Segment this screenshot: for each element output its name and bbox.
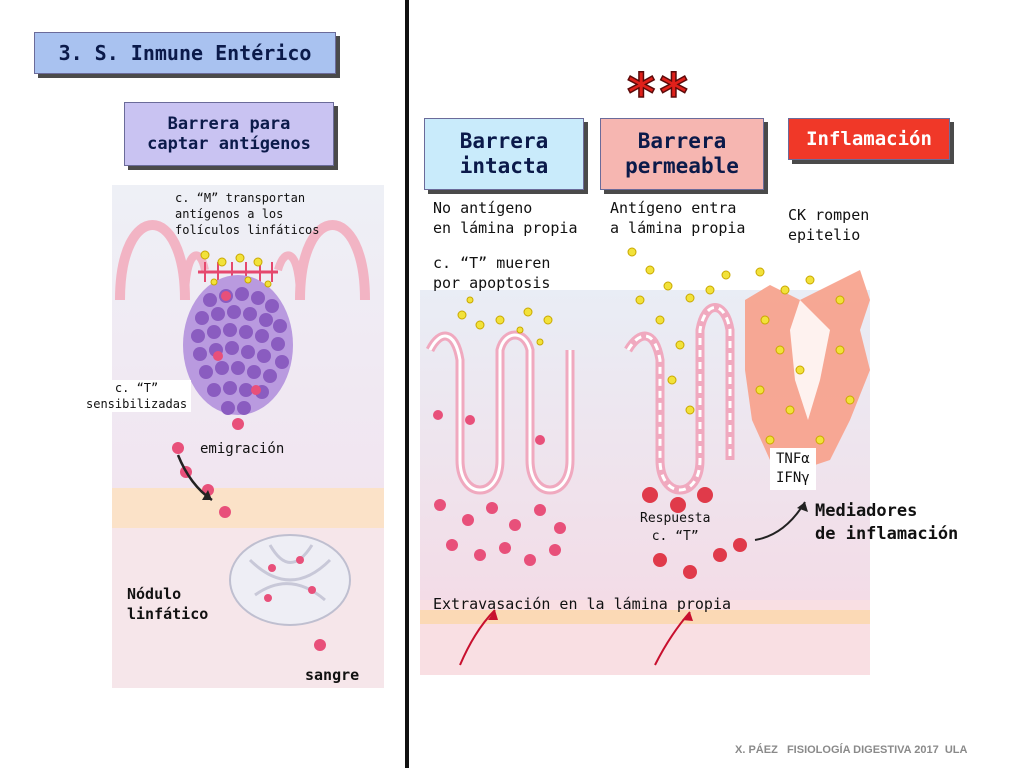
mediators-l1: Mediadores [815, 501, 918, 521]
lymph-node-label: Nódulo linfático [127, 584, 208, 625]
t-die-l2: por apoptosis [433, 274, 551, 293]
antigen-enters-l1: Antígeno entra [610, 199, 737, 217]
permeable-l2: permeable [625, 154, 739, 178]
inflammation-label: Inflamación [806, 127, 932, 150]
mediators-label: Mediadores de inflamación [815, 500, 958, 546]
extravasation-label: Extravasación en la lámina propia [433, 595, 732, 613]
blood-label: sangre [305, 666, 360, 684]
t-die-note: c. “T” mueren por apoptosis [433, 253, 550, 294]
response-l1: Respuesta [640, 511, 711, 526]
left-header-line1: Barrera para [167, 113, 291, 134]
ck-l1: CK rompen [788, 206, 870, 224]
ck-note: CK rompen epitelio [788, 205, 869, 246]
permeable-l1: Barrera [637, 128, 727, 153]
node-l1: Nódulo [127, 585, 182, 603]
left-header-line2: captar antígenos [147, 134, 311, 154]
no-antigen-l1: No antígeno [433, 199, 533, 217]
intact-l1: Barrera [459, 128, 549, 153]
inflammation-box: Inflamación [788, 118, 950, 160]
t-cells-l2: sensibilizadas [86, 397, 188, 412]
left-tissue-panel [112, 185, 384, 688]
t-cells-sensitized-note: c. “T” sensibilizadas [82, 380, 192, 413]
intact-barrier-box: Barrera intacta [424, 118, 584, 190]
m-cells-note: c. “M” transportan antígenos a los folíc… [175, 190, 320, 239]
emigration-label: emigración [200, 441, 285, 457]
m-cells-l2: antígenos a los [175, 207, 284, 222]
ifn-label: IFNγ [776, 469, 810, 486]
ck-l2: epitelio [788, 226, 861, 245]
tnf-label: TNFα [776, 451, 810, 467]
intact-l2: intacta [459, 154, 549, 178]
node-l2: linfático [127, 605, 209, 624]
left-header-box: Barrera para captar antígenos [124, 102, 334, 166]
t-response-label: Respuesta c. “T” [640, 510, 710, 545]
mediators-l2: de inflamación [815, 523, 959, 544]
antigen-enters-l2: a lámina propia [610, 219, 746, 238]
title-box: 3. S. Inmune Entérico [34, 32, 336, 74]
t-cells-l1: c. “T” [114, 381, 159, 395]
antigen-enters-note: Antígeno entra a lámina propia [610, 198, 745, 239]
response-l2: c. “T” [651, 528, 699, 544]
m-cells-l3: folículos linfáticos [175, 223, 320, 238]
stars-mark: ** [625, 62, 690, 125]
no-antigen-l2: en lámina propia [433, 219, 578, 238]
cytokines-box: TNFα IFNγ [770, 448, 816, 490]
t-die-l1: c. “T” mueren [433, 254, 551, 272]
footer-credit: X. PÁEZ FISIOLOGÍA DIGESTIVA 2017 ULA [735, 744, 968, 756]
permeable-barrier-box: Barrera permeable [600, 118, 764, 190]
page-title: 3. S. Inmune Entérico [58, 41, 312, 65]
no-antigen-note: No antígeno en lámina propia [433, 198, 578, 239]
m-cells-l1: c. “M” transportan [175, 191, 306, 205]
panel-divider [405, 0, 409, 768]
